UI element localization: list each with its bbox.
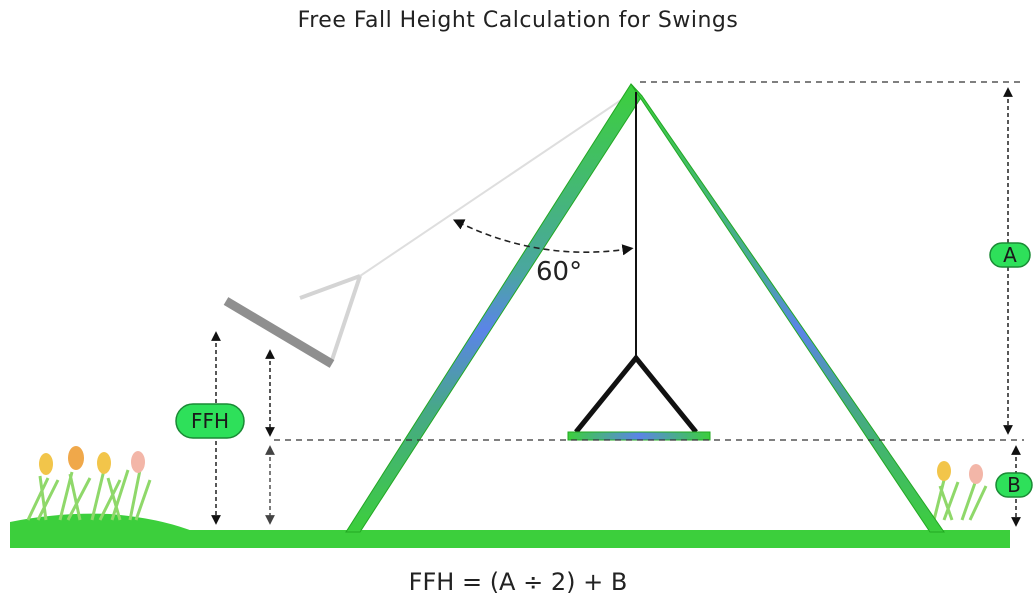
badge-a-label: A [1003, 243, 1017, 267]
badge-a [989, 242, 1031, 268]
flowers-left [26, 446, 152, 521]
frame-right-leg [630, 83, 945, 533]
badge-b [995, 472, 1033, 498]
ghost-swing [223, 93, 631, 368]
diagram-title: Free Fall Height Calculation for Swings [297, 8, 739, 33]
flowers-right [932, 461, 988, 521]
swing-hanger [574, 354, 698, 434]
badge-ffh-label: FFH [191, 409, 229, 433]
swing-seat [567, 431, 711, 441]
angle-arc [452, 219, 634, 256]
frame-left-leg [345, 83, 643, 533]
formula: FFH = (A ÷ 2) + B [408, 568, 628, 596]
badge-b-label: B [1007, 473, 1021, 497]
badge-ffh [175, 403, 245, 439]
angle-label: 60° [536, 257, 582, 287]
ground [10, 530, 1010, 548]
